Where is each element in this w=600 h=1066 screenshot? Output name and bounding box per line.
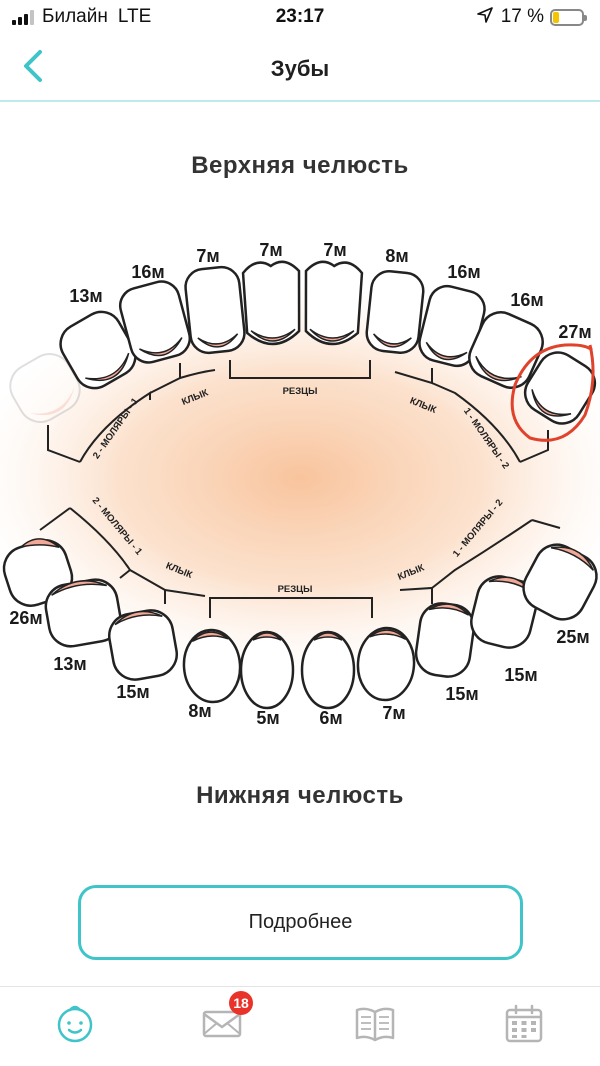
baby-face-icon [57,1005,93,1043]
upper-tooth-age-7: 16м [447,262,480,282]
mouth-glow [0,283,600,673]
upper-tooth-2[interactable] [116,278,194,367]
upper-tooth-5[interactable] [303,260,364,346]
lower-tooth-age-6: 6м [319,708,342,728]
upper-tooth-9[interactable] [518,345,600,431]
upper-tooth-4[interactable] [241,260,302,346]
status-time: 23:17 [275,6,325,27]
signal-icon [12,9,36,25]
lower-teeth [2,536,600,710]
upper-tooth-age-9: 27м [558,322,591,342]
page-title: Зубы [270,56,330,81]
back-button[interactable] [14,46,54,86]
battery-icon [550,8,587,26]
lower-tooth-5[interactable] [239,630,295,710]
upper-teeth [53,260,600,442]
lower-tooth-2[interactable] [42,575,124,650]
lower-tooth-7[interactable] [356,626,417,702]
lower-tooth-age-9: 15м [504,665,537,685]
teeth-diagram: 2 - МОЛЯРЫ - 1 КЛЫК РЕЗЦЫ КЛЫК 1 - МОЛЯР… [0,240,600,728]
lower-tooth-age-2: 13м [53,654,86,674]
upper-tooth-age-3: 7м [196,246,219,266]
chevron-left-icon [24,50,42,82]
upper-jaw-title: Верхняя челюсть [191,152,409,179]
lower-tooth-age-4: 8м [188,701,211,721]
upper-tooth-3[interactable] [184,265,246,355]
lower-tooth-9[interactable] [467,571,542,652]
tab-calendar[interactable] [499,999,549,1049]
lower-tooth-age-7: 7м [382,703,405,723]
upper-tooth-age-4: 7м [259,240,282,260]
upper-tooth-age-2: 16м [131,262,164,282]
calendar-icon [505,1004,543,1043]
tab-library[interactable] [350,999,400,1049]
lower-tooth-age-5: 5м [256,708,279,728]
tab-baby[interactable] [50,999,100,1049]
lower-group-label-incisors: РЕЗЦЫ [278,584,313,595]
upper-tooth-age-1: 13м [69,286,102,306]
network-type: LTE [117,6,152,27]
lower-tooth-4[interactable] [182,628,243,704]
details-button[interactable]: Подробнее [78,885,523,960]
carrier-name: Билайн [42,6,108,27]
lower-jaw-title: Нижняя челюсть [196,782,404,809]
location-arrow-icon [476,6,493,28]
status-bar: Билайн LTE 23:17 17 % [0,0,600,36]
lower-tooth-10[interactable] [516,536,600,627]
selected-tooth-highlight [510,343,595,442]
upper-tooth-age-5: 7м [323,240,346,260]
unread-badge: 18 [229,991,253,1015]
lower-tooth-age-1: 26м [9,608,42,628]
lower-tooth-8[interactable] [413,601,476,680]
lower-tooth-age-10: 25м [556,627,589,647]
upper-tooth-1[interactable] [53,305,142,396]
upper-tooth-age-8: 16м [510,290,543,310]
battery-percent: 17 % [500,6,544,27]
tab-messages[interactable]: 18 [197,991,253,1049]
upper-jaw-brackets [47,360,549,463]
lower-tooth-3[interactable] [106,606,181,683]
lower-tooth-age-3: 15м [116,682,149,702]
tab-bar: 18 [0,986,600,1066]
upper-tooth-6[interactable] [365,270,425,355]
book-icon [355,1007,395,1042]
lower-tooth-6[interactable] [300,630,356,710]
mail-icon [202,1010,242,1038]
upper-tooth-age-6: 8м [385,246,408,266]
lower-tooth-age-8: 15м [445,684,478,704]
lower-jaw-brackets [39,507,561,618]
nav-bar: Зубы [0,36,600,102]
upper-group-label-incisors: РЕЗЦЫ [283,386,318,397]
